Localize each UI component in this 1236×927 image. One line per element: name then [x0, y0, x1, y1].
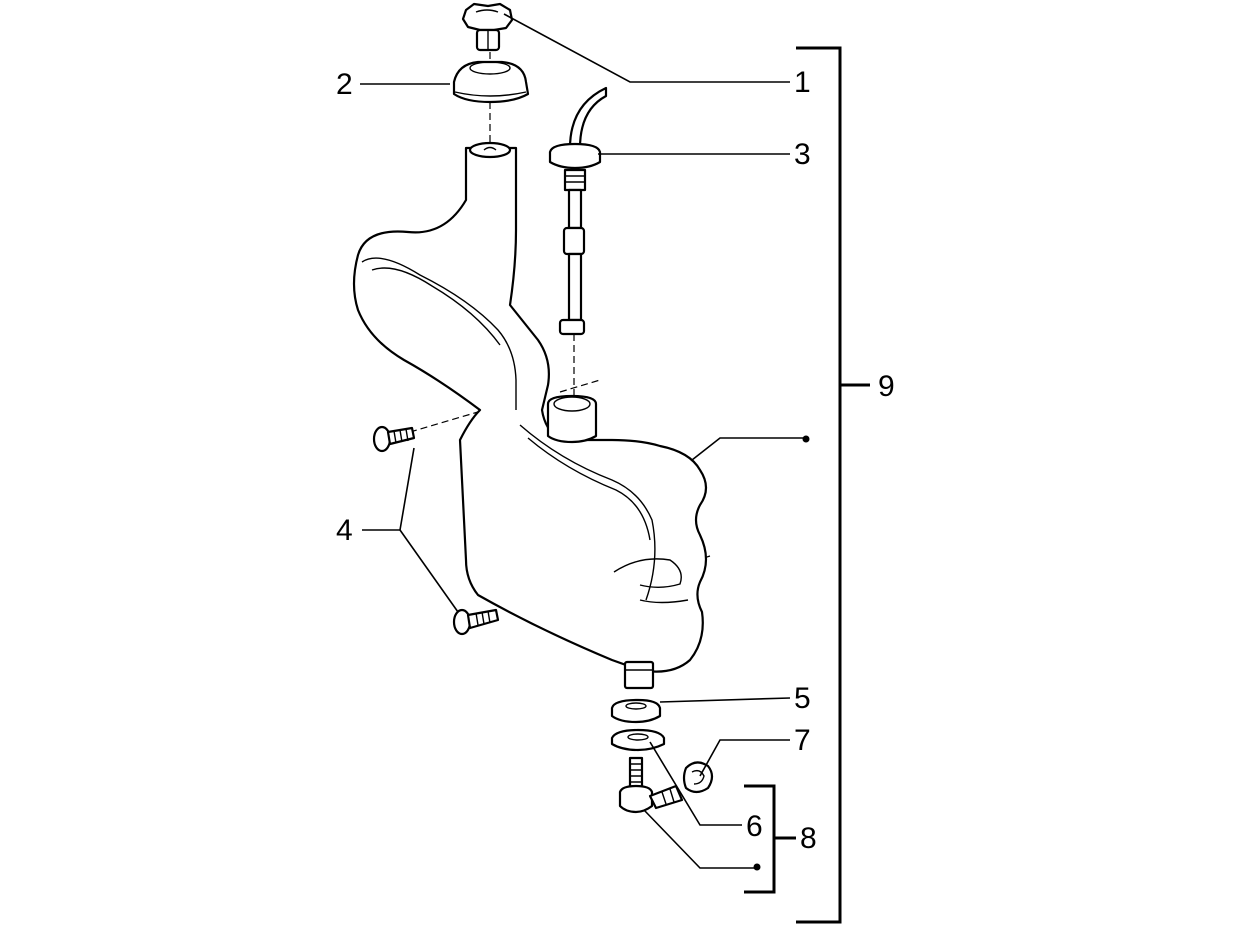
filler-cap: [461, 2, 514, 52]
assembly-bracket-9: [796, 46, 870, 924]
mounting-screws: [372, 425, 500, 636]
outlet-washer: [610, 728, 666, 752]
washer-tank: [352, 141, 708, 690]
level-sensor: [548, 86, 608, 336]
callout-3: 3: [794, 138, 811, 171]
pump-fitting: [618, 756, 684, 814]
callout-9: 9: [878, 370, 895, 403]
outlet-seal: [610, 698, 662, 724]
tank-dot-marker: [802, 435, 810, 443]
callout-5: 5: [794, 682, 811, 715]
cap-gasket: [452, 60, 530, 104]
fitting-dot-marker: [753, 863, 761, 871]
leader-lines: [360, 13, 808, 869]
hose-clip: [682, 761, 714, 794]
callout-6: 6: [746, 810, 763, 843]
callout-8: 8: [800, 822, 817, 855]
callout-2: 2: [336, 68, 353, 101]
callout-7: 7: [794, 724, 811, 757]
callout-4: 4: [336, 514, 353, 547]
callout-1: 1: [794, 66, 811, 99]
assembly-bracket-8: [744, 784, 796, 894]
